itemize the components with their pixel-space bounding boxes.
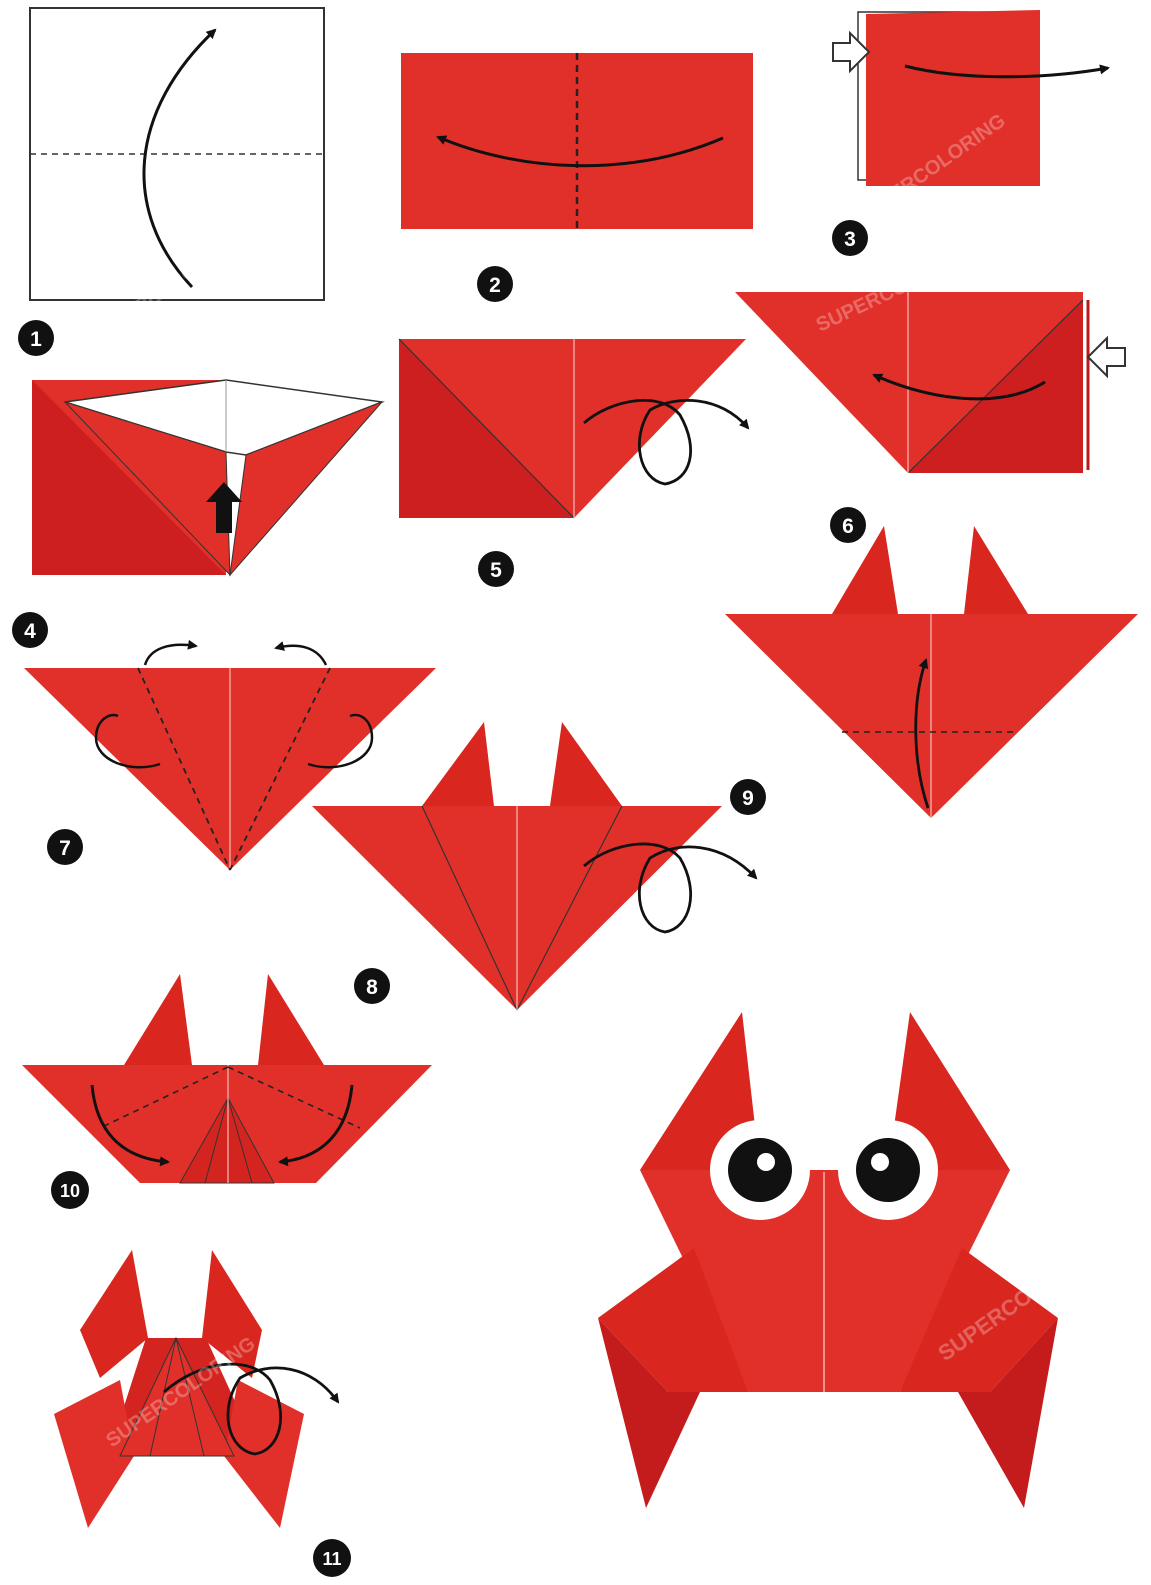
step-number-5: 5 (478, 551, 514, 587)
claw-right (258, 974, 324, 1065)
step-number-5-label: 5 (490, 559, 502, 582)
step-number-4-label: 4 (24, 620, 36, 643)
step-number-2-label: 2 (489, 274, 501, 297)
leg-right (224, 1380, 304, 1528)
step-number-6-label: 6 (842, 515, 854, 538)
step-number-9-label: 9 (742, 787, 754, 810)
step-6-figure (735, 292, 1125, 473)
step-number-10-label: 10 (60, 1181, 80, 1201)
step-3-figure (833, 10, 1108, 186)
step-10-figure (22, 974, 432, 1183)
step-number-3-label: 3 (844, 228, 856, 251)
curved-fold-arrow-icon (276, 646, 326, 665)
step-number-4: 4 (12, 612, 48, 648)
eye-right-shine (871, 1153, 889, 1171)
step-number-2: 2 (477, 266, 513, 302)
step-number-11: 11 (313, 1539, 351, 1577)
curved-fold-arrow-icon (145, 645, 196, 665)
step-number-1-label: 1 (30, 328, 42, 351)
step-number-6: 6 (830, 507, 866, 543)
eye-right-pupil (856, 1138, 920, 1202)
step-number-8: 8 (354, 968, 390, 1004)
step-number-11-label: 11 (322, 1549, 341, 1569)
push-arrow-icon (1088, 338, 1125, 376)
finished-crab (598, 1012, 1058, 1508)
claw-left (80, 1250, 148, 1378)
step-number-7-label: 7 (59, 837, 71, 860)
step-2-figure (401, 53, 753, 229)
claw-right (550, 722, 622, 806)
step-5-figure (399, 339, 748, 518)
step-number-8-label: 8 (366, 976, 378, 999)
claw-right (964, 526, 1028, 614)
step-9-figure (312, 722, 756, 1010)
step-1-figure (30, 8, 324, 300)
eye-left-pupil (728, 1138, 792, 1202)
step-number-10: 10 (51, 1171, 89, 1209)
step-number-1: 1 (18, 320, 54, 356)
step-4-figure (32, 380, 382, 575)
claw-left (124, 974, 192, 1065)
step-8-figure (725, 526, 1138, 818)
step-number-7: 7 (47, 829, 83, 865)
step-number-3: 3 (832, 220, 868, 256)
eye-left-shine (757, 1153, 775, 1171)
step-number-9: 9 (730, 779, 766, 815)
claw-left (422, 722, 494, 806)
